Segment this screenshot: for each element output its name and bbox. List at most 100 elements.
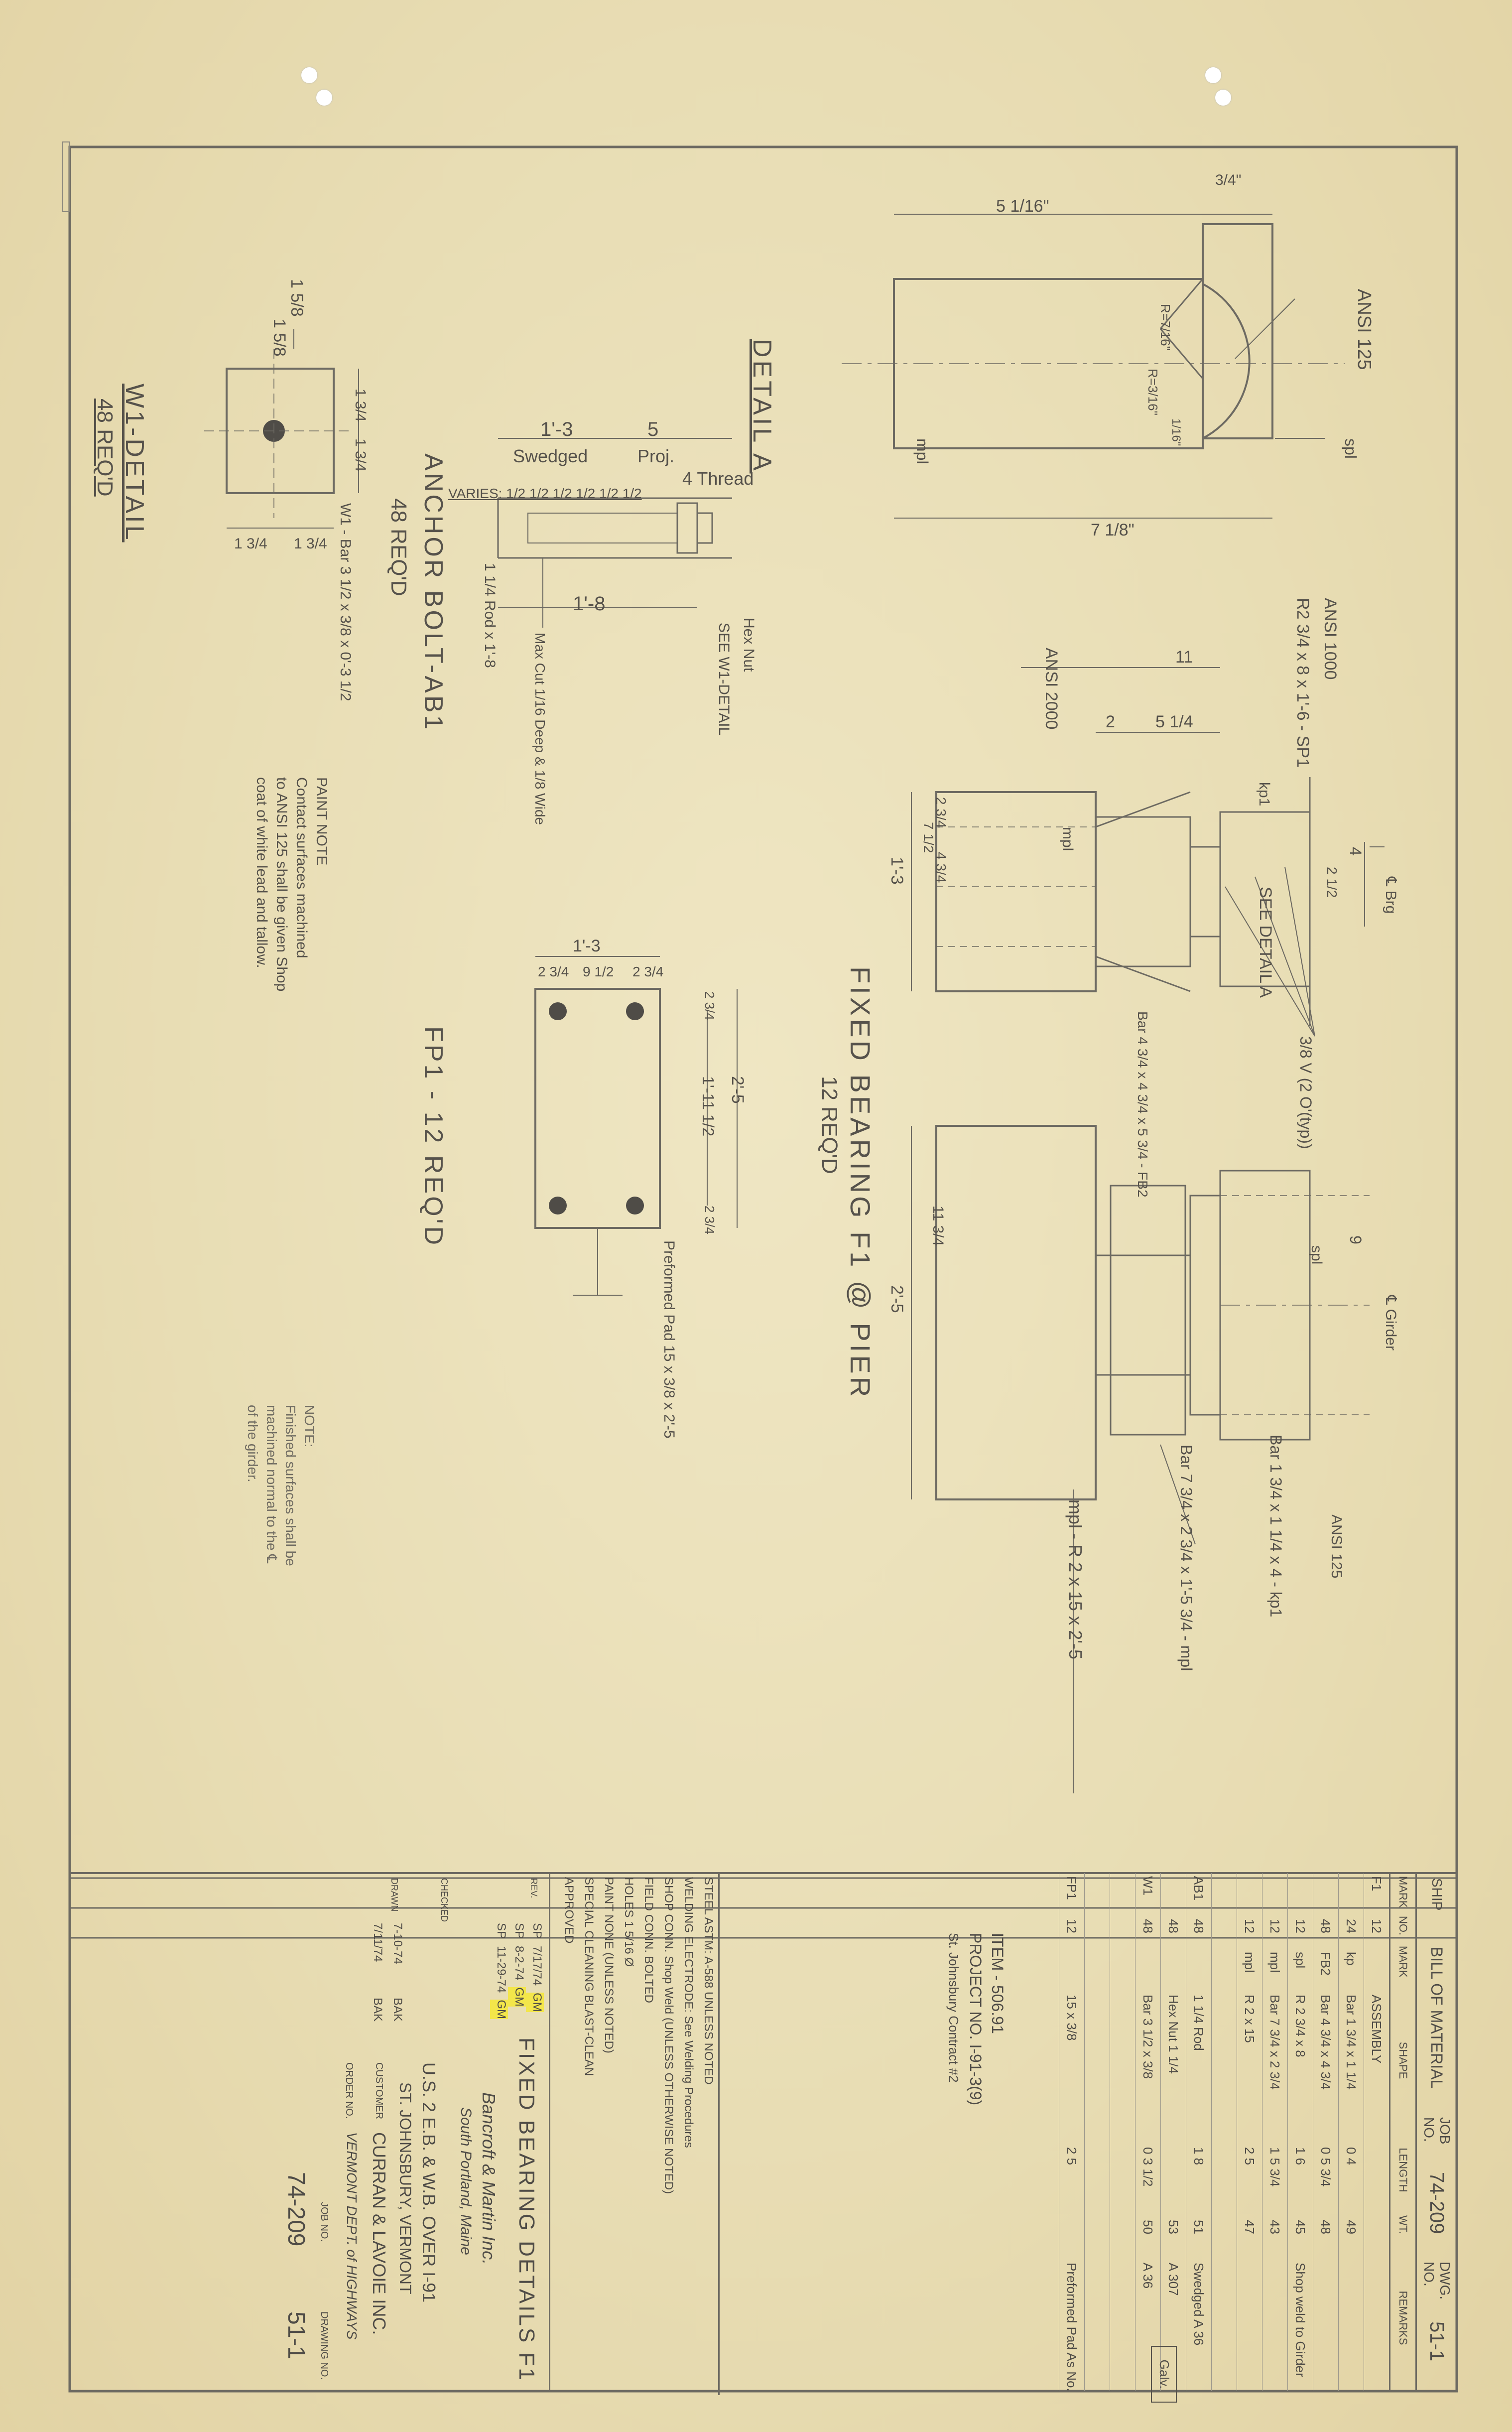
bom-cell-wt: 49 (1344, 2220, 1359, 2234)
rev-label: REV. (529, 1878, 539, 1898)
w1-title: W1-DETAIL (120, 384, 149, 542)
bom-cell-no: 12 (1242, 1919, 1258, 1933)
spec-line-8: APPROVED (562, 1877, 576, 1944)
bom-cell-shape: 1 1/4 Rod (1191, 1995, 1207, 2051)
revision-by: SP (495, 1923, 508, 1939)
bearing-dim-2-1-2: 2 1/2 (1324, 867, 1340, 898)
bom-cell-wt: 53 (1166, 2220, 1181, 2234)
revision-date: 8-2-74 (512, 1946, 526, 1981)
bom-column-header: MARK NO. MARK SHAPE LENGTH WT. REMARKS (1389, 1873, 1415, 2391)
bom-cell-no: 12 (1369, 1919, 1385, 1933)
finish-note-line-2: Finished surfaces shall be (283, 1405, 298, 1566)
anchor-title: ANCHOR BOLT-AB1 (419, 453, 448, 732)
bom-cell-length: 0 5 3/4 (1318, 2147, 1334, 2187)
bom-cell-wt: 47 (1242, 2220, 1258, 2234)
bearing-bar-kp1: Bar 1 3/4 x 1 1/4 x 4 - kp1 (1267, 1435, 1285, 1618)
bearing-mpl-note: mpl - R 2 x 15 x 2'-5 (1065, 1499, 1086, 1659)
bom-cell-wt: 50 (1140, 2220, 1156, 2234)
anchor-dim-1-3: 1'-3 (540, 418, 573, 440)
bom-row (1211, 1873, 1237, 2391)
detail-a-mpl: mpl (913, 438, 931, 464)
w1-detail-drawing (204, 329, 359, 529)
spec-line-1: STEEL ASTM: A-588 UNLESS NOTED (702, 1877, 715, 2085)
firm-name: Bancroft & Martin Inc. (479, 2092, 499, 2265)
job-no-label: JOB NO. (319, 2202, 330, 2242)
bearing-brg-cl: ℄ Brg (1383, 877, 1399, 914)
bom-col-mark: MARK (1397, 1876, 1409, 1908)
detail-a-radius-b: R=3/16" (1145, 369, 1160, 415)
bom-col-length: LENGTH (1397, 2148, 1409, 2192)
punch-hole-left (301, 67, 317, 83)
detail-a-title: DETAIL A (748, 339, 776, 474)
revision-date: 7/17/74 (530, 1946, 544, 1986)
bom-cell-shape: Bar 4 3/4 x 4 3/4 (1318, 1995, 1334, 2090)
bearing-kp1: kp1 (1256, 782, 1272, 807)
bom-cell-mark: FP1 (1064, 1876, 1080, 1900)
anchor-rod: 1 1/4 Rod x 1'-8 (482, 563, 498, 668)
bom-col-mark2: MARK (1397, 1946, 1409, 1978)
bearing-bar-fb2: Bar 4 3/4 x 4 3/4 x 5 3/4 - FB2 (1135, 1011, 1150, 1198)
bom-cell-shape: Bar 3 1/2 x 3/8 (1140, 1995, 1156, 2079)
bearing-ansi-1000: ANSI 1000 (1321, 598, 1340, 680)
paint-note-line-3: to ANSI 125 shall be given Shop (273, 777, 290, 992)
bom-header-row: SHIP BILL OF MATERIAL JOB NO. 74-209 DWG… (1415, 1873, 1457, 2391)
detail-a (842, 214, 1345, 519)
checked-by: BAK (371, 1998, 384, 2022)
anchor-hex-nut: Hex Nut (741, 618, 757, 672)
w1-dim-1-5-8: 1 5/8 (287, 279, 306, 317)
revision-chk: GM (526, 1993, 544, 2012)
w1-req: 48 REQ'D (93, 399, 117, 497)
bom-cell-length: 2 5 (1242, 2147, 1258, 2165)
bom-job-no: 74-209 (1426, 2172, 1448, 2234)
anchor-dim-1-8: 1'-8 (573, 593, 606, 615)
bom-cell-no: 12 (1267, 1919, 1283, 1933)
drawn-label: DRAWN (389, 1878, 399, 1912)
w1-dim-side-a: 1 3/4 (352, 389, 369, 422)
title-block: FIXED BEARING DETAILS F1 Bancroft & Mart… (68, 1873, 550, 2391)
bearing-dim-4: 4 (1347, 847, 1365, 856)
bill-of-material: SHIP BILL OF MATERIAL JOB NO. 74-209 DWG… (68, 1873, 1457, 2395)
bearing-ansi-2000: ANSI 2000 (1042, 648, 1061, 730)
fp1-dim-1-3: 1'-3 (573, 937, 601, 955)
owner-name: VERMONT DEPT. of HIGHWAYS (344, 2132, 360, 2340)
bearing-dim-11: 11 (1175, 648, 1193, 667)
bom-cell-length: 1 8 (1191, 2147, 1207, 2165)
margin-registration-mark (62, 141, 70, 212)
bom-cell-remarks: Shop weld to Girder (1293, 2263, 1308, 2377)
galv-stamp: Galv. (1151, 2346, 1177, 2403)
detail-a-radius-a: R=7/16" (1158, 304, 1173, 351)
bom-cell-mark2: mpl (1267, 1952, 1283, 1973)
detail-a-top-width: 5 1/16" (996, 197, 1049, 216)
bom-cell-shape: R 2 3/4 x 8 (1293, 1995, 1308, 2057)
bearing-see-detail: SEE DETAIL A (1256, 887, 1275, 998)
anchor-bolt-drawing (497, 438, 732, 628)
bearing-plate-note: R2 3/4 x 8 x 1'-6 - SP1 (1293, 598, 1312, 768)
bom-item-note: ITEM - 506.91 PROJECT NO. I-91-3(9) St. … (943, 1933, 1008, 2105)
detail-a-bottom-width: 7 1/8" (1091, 521, 1134, 540)
bom-col-remarks: REMARKS (1397, 2291, 1409, 2345)
customer-label: CUSTOMER (374, 2062, 384, 2120)
anchor-max-cut: Max Cut 1/16 Deep & 1/8 Wide (532, 633, 548, 825)
bom-cell-mark: F1 (1369, 1876, 1385, 1892)
bom-cell-no: 48 (1318, 1919, 1334, 1933)
bearing-dim-11-3-4-a: 11 3/4 (930, 1206, 946, 1246)
bom-cell-no: 48 (1140, 1919, 1156, 1933)
bom-cell-remarks: Swedged A 36 (1191, 2263, 1207, 2346)
anchor-proj: Proj. (637, 446, 675, 466)
fp1-pad-drawing (534, 956, 738, 1296)
finish-note-line-1: NOTE: (302, 1405, 317, 1448)
bom-cell-wt: 43 (1267, 2220, 1283, 2234)
revision-by: SP (512, 1923, 526, 1939)
bom-cell-no: 48 (1191, 1919, 1207, 1933)
